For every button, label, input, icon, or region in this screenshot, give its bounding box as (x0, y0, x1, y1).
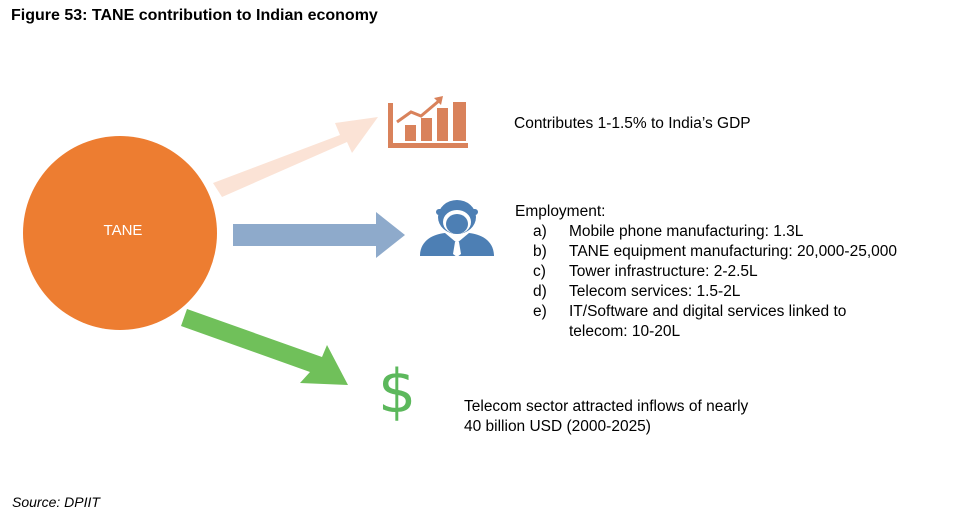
list-marker: a) (533, 223, 547, 240)
tane-circle (23, 136, 217, 330)
list-text: Telecom services: 1.5-2L (569, 283, 741, 300)
arrow-to-gdp (213, 117, 378, 197)
arrow-to-inflows (181, 309, 348, 385)
list-marker: d) (533, 283, 547, 300)
arrow-to-employment (233, 212, 405, 258)
list-text: IT/Software and digital services linked … (569, 303, 847, 340)
list-marker: b) (533, 243, 547, 260)
list-item: c) Tower infrastructure: 2-2.5L (533, 262, 955, 282)
dollar-icon: $ (378, 357, 417, 427)
list-item: d) Telecom services: 1.5-2L (533, 282, 955, 302)
list-text: TANE equipment manufacturing: 20,000-25,… (569, 243, 897, 260)
list-item: b) TANE equipment manufacturing: 20,000-… (533, 242, 955, 262)
inflows-text: Telecom sector attracted inflows of near… (464, 398, 749, 435)
list-marker: c) (533, 263, 546, 280)
list-item: e) IT/Software and digital services link… (533, 302, 955, 342)
list-text: Tower infrastructure: 2-2.5L (569, 263, 758, 280)
list-text: Mobile phone manufacturing: 1.3L (569, 223, 804, 240)
bar-chart-growth-icon (388, 96, 468, 148)
employment-title: Employment: (515, 203, 606, 220)
business-person-icon (420, 200, 494, 257)
figure-title: Figure 53: TANE contribution to Indian e… (11, 7, 378, 24)
list-marker: e) (533, 303, 547, 320)
source-note: Source: DPIIT (12, 494, 100, 510)
list-item: a) Mobile phone manufacturing: 1.3L (533, 222, 955, 242)
gdp-text: Contributes 1-1.5% to India’s GDP (514, 115, 751, 132)
tane-label: TANE (103, 222, 143, 239)
employment-list: a) Mobile phone manufacturing: 1.3L b) T… (533, 222, 955, 342)
